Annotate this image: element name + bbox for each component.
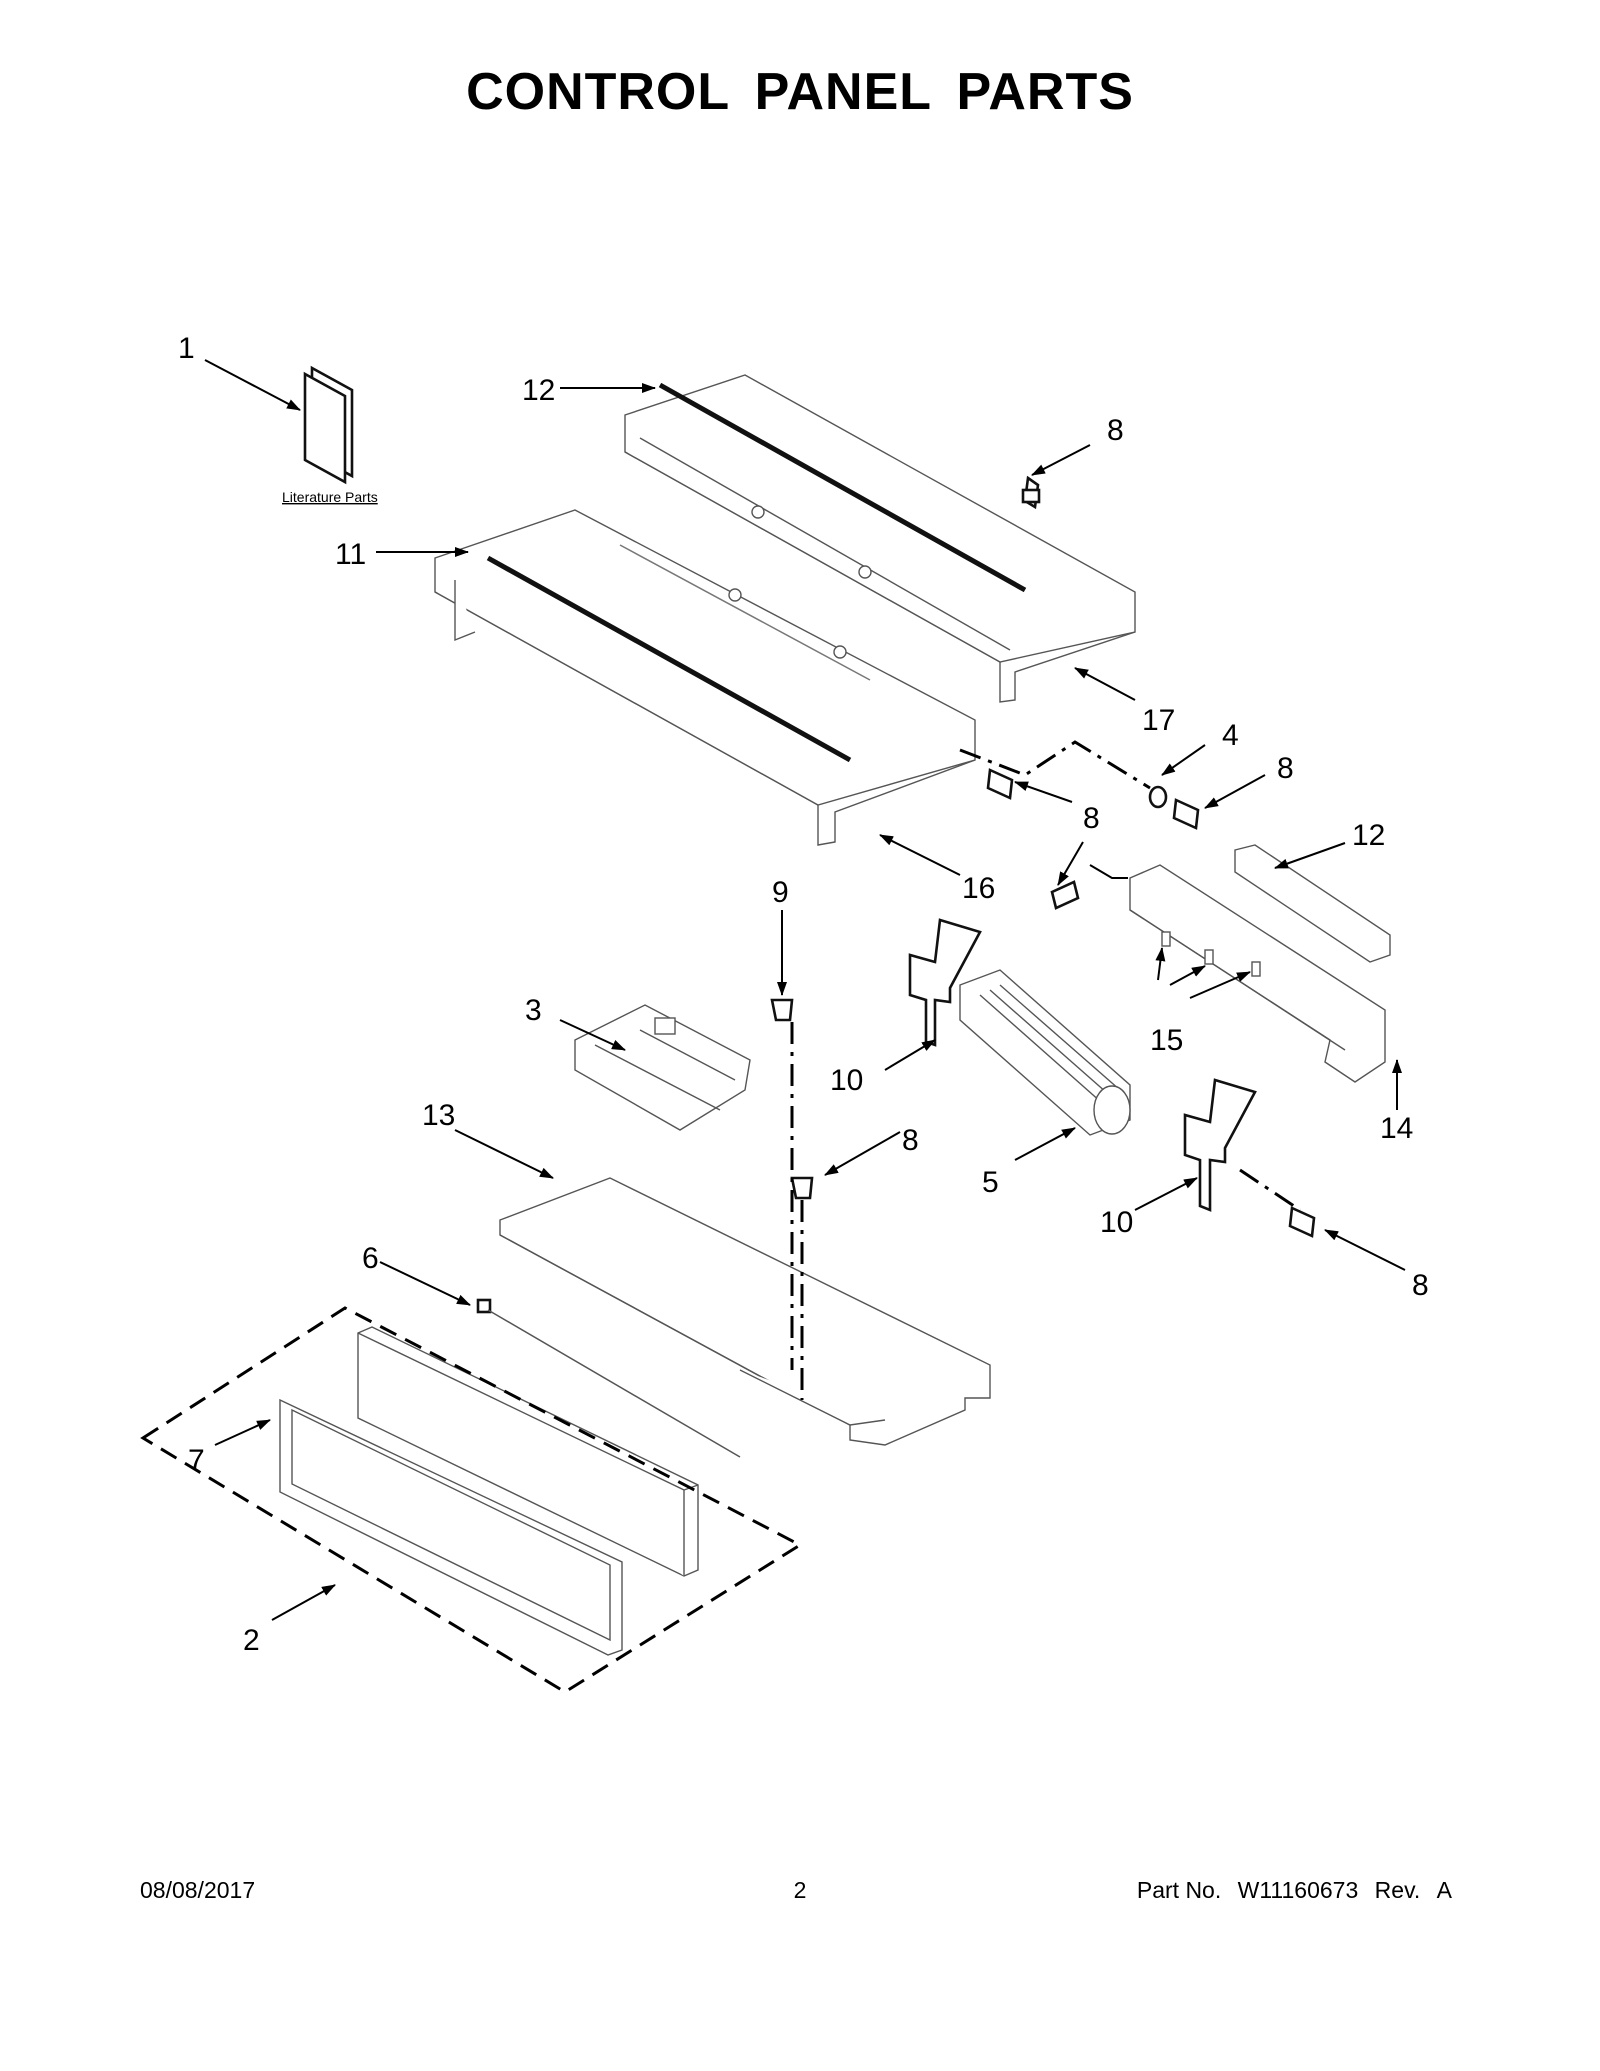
callout-13: 13 <box>422 1099 455 1132</box>
callout-8-bottom: 8 <box>1412 1269 1429 1302</box>
console-frame-part-7[interactable] <box>279 1398 623 1656</box>
callout-10-right: 10 <box>1100 1206 1133 1239</box>
part-number-value: W11160673 <box>1237 1877 1359 1903</box>
callout-5: 5 <box>982 1166 999 1199</box>
stud-parts-15[interactable] <box>1161 931 1261 977</box>
callout-12-top: 12 <box>522 374 555 407</box>
callout-7: 7 <box>188 1444 205 1477</box>
footer-page-number: 2 <box>793 1877 807 1903</box>
literature-parts-booklet[interactable] <box>303 365 354 485</box>
callout-4: 4 <box>1222 719 1239 752</box>
callout-8-top: 8 <box>1107 414 1124 447</box>
callout-8-right: 8 <box>1277 752 1294 785</box>
upper-control-panel-part-17[interactable] <box>624 374 1136 703</box>
control-cover-panel-part-13[interactable] <box>499 1177 991 1446</box>
screw-part-8-e[interactable] <box>790 1176 814 1200</box>
callout-12-right: 12 <box>1352 819 1385 852</box>
callout-8-mid: 8 <box>1083 802 1100 835</box>
lower-control-panel-part-16[interactable] <box>434 509 976 846</box>
callout-numbers: 1 12 8 11 17 4 8 8 12 16 9 3 15 14 10 13… <box>178 332 1429 1657</box>
callout-2: 2 <box>243 1624 260 1657</box>
callout-11: 11 <box>335 538 366 571</box>
screw-part-9[interactable] <box>770 998 794 1022</box>
revision-label: Rev. <box>1374 1877 1421 1903</box>
screw-part-8-d[interactable] <box>1050 880 1080 910</box>
part-number-label: Part No. <box>1136 1877 1222 1903</box>
foam-strip-part-12-right[interactable] <box>1234 844 1391 963</box>
revision-value: A <box>1436 1877 1452 1903</box>
callout-15: 15 <box>1150 1024 1183 1057</box>
screw-path-10 <box>1239 1168 1301 1212</box>
callout-14: 14 <box>1380 1112 1413 1145</box>
control-board-part-3[interactable] <box>574 1004 751 1131</box>
bracket-wire <box>1089 864 1128 879</box>
leader-lines <box>204 359 1406 1621</box>
screw-part-8-b[interactable] <box>986 768 1014 800</box>
callout-6: 6 <box>362 1242 379 1275</box>
callout-8-lower: 8 <box>902 1124 919 1157</box>
callout-9: 9 <box>772 876 789 909</box>
callout-1: 1 <box>178 332 195 365</box>
cooling-fan-part-5[interactable] <box>959 969 1131 1136</box>
callout-17: 17 <box>1142 704 1175 737</box>
literature-parts-label: Literature Parts <box>282 489 378 505</box>
screw-path-4 <box>959 740 1151 790</box>
hinge-part-10-right[interactable] <box>1183 1078 1257 1212</box>
footer-part-info: Part No. W11160673 Rev. A <box>1127 1877 1452 1904</box>
screw-part-8-c[interactable] <box>1172 798 1200 830</box>
screw-part-8-a[interactable] <box>1021 475 1041 510</box>
page-title: CONTROL PANEL PARTS <box>466 63 1134 121</box>
washer-part-4[interactable] <box>1148 785 1168 809</box>
callout-10-left: 10 <box>830 1064 863 1097</box>
callout-16: 16 <box>962 872 995 905</box>
wire-harness-part-6[interactable] <box>476 1298 741 1458</box>
footer-date: 08/08/2017 <box>140 1877 256 1903</box>
callout-3: 3 <box>525 994 542 1027</box>
screw-part-8-f[interactable] <box>1288 1206 1316 1238</box>
